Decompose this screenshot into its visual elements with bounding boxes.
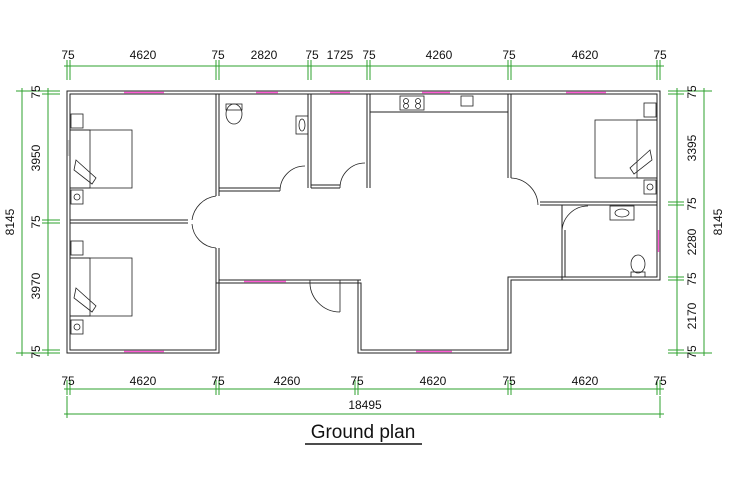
- dim-left-0: 75: [29, 85, 43, 99]
- walls: [66, 90, 661, 354]
- dim-right-1: 3395: [685, 134, 699, 161]
- dim-bottom-1: 4620: [130, 374, 157, 388]
- dim-bottom-4: 75: [350, 374, 364, 388]
- dim-left-1: 3950: [29, 144, 43, 171]
- dim-top-0: 75: [61, 48, 75, 62]
- dim-top-4: 75: [305, 48, 319, 62]
- dim-left-3: 3970: [29, 272, 43, 299]
- dim-top-1: 4620: [130, 48, 157, 62]
- lamp-icon-2: [70, 319, 84, 335]
- dim-top-7: 4260: [426, 48, 453, 62]
- washbasin-icon-2: [609, 205, 635, 221]
- dim-right-3: 2280: [685, 228, 699, 255]
- left-dimension-chain: 75 3950 75 3970 75 8145: [3, 85, 60, 359]
- dim-top-2: 75: [211, 48, 225, 62]
- dim-bottom-6: 75: [502, 374, 516, 388]
- dim-bottom-0: 75: [61, 374, 75, 388]
- lamp-icon-1: [70, 189, 84, 205]
- dim-total-width: 18495: [348, 398, 382, 412]
- dim-left-total: 8145: [3, 208, 17, 235]
- plant-icon-2: [70, 240, 84, 256]
- bed-icon-1: [69, 129, 133, 189]
- dim-bottom-8: 75: [653, 374, 667, 388]
- washbasin-icon-1: [295, 115, 309, 135]
- doors: [191, 162, 589, 313]
- dim-top-10: 75: [653, 48, 667, 62]
- plant-icon-1: [70, 113, 84, 129]
- dim-top-3: 2820: [251, 48, 278, 62]
- dim-bottom-2: 75: [211, 374, 225, 388]
- dim-top-6: 75: [362, 48, 376, 62]
- dim-bottom-7: 4620: [572, 374, 599, 388]
- dim-top-8: 75: [502, 48, 516, 62]
- dim-right-4: 75: [685, 272, 699, 286]
- dim-top-5: 1725: [327, 48, 354, 62]
- stove-icon: [399, 95, 425, 111]
- toilet-icon-2: [630, 254, 646, 274]
- dim-bottom-3: 4260: [274, 374, 301, 388]
- dim-top-9: 4620: [572, 48, 599, 62]
- dim-left-2: 75: [29, 215, 43, 229]
- dim-right-total: 8145: [711, 208, 725, 235]
- bed-icon-2: [69, 257, 133, 317]
- lamp-icon-3: [643, 179, 657, 195]
- dim-right-2: 75: [685, 197, 699, 211]
- right-dimension-chain: 75 3395 75 2280 75 2170 75 8145: [668, 85, 725, 359]
- dim-bottom-5: 4620: [420, 374, 447, 388]
- toilet-icon-1: [225, 103, 243, 125]
- overall-width-dimension: 18495: [64, 396, 664, 418]
- bed-icon-3: [594, 119, 658, 179]
- dim-right-5: 2170: [685, 302, 699, 329]
- windows: [67, 91, 660, 353]
- dim-right-6: 75: [685, 345, 699, 359]
- plan-title: Ground plan: [311, 422, 416, 443]
- dim-left-4: 75: [29, 345, 43, 359]
- sink-icon: [460, 95, 474, 107]
- top-dimension-chain: 75 4620 75 2820 75 1725 75 4260 75 4620 …: [61, 48, 667, 80]
- dim-right-0: 75: [685, 85, 699, 99]
- furniture: [69, 95, 658, 335]
- plant-icon-3: [643, 102, 657, 118]
- bottom-dimension-chain: 75 4620 75 4260 75 4620 75 4620 75: [61, 374, 667, 395]
